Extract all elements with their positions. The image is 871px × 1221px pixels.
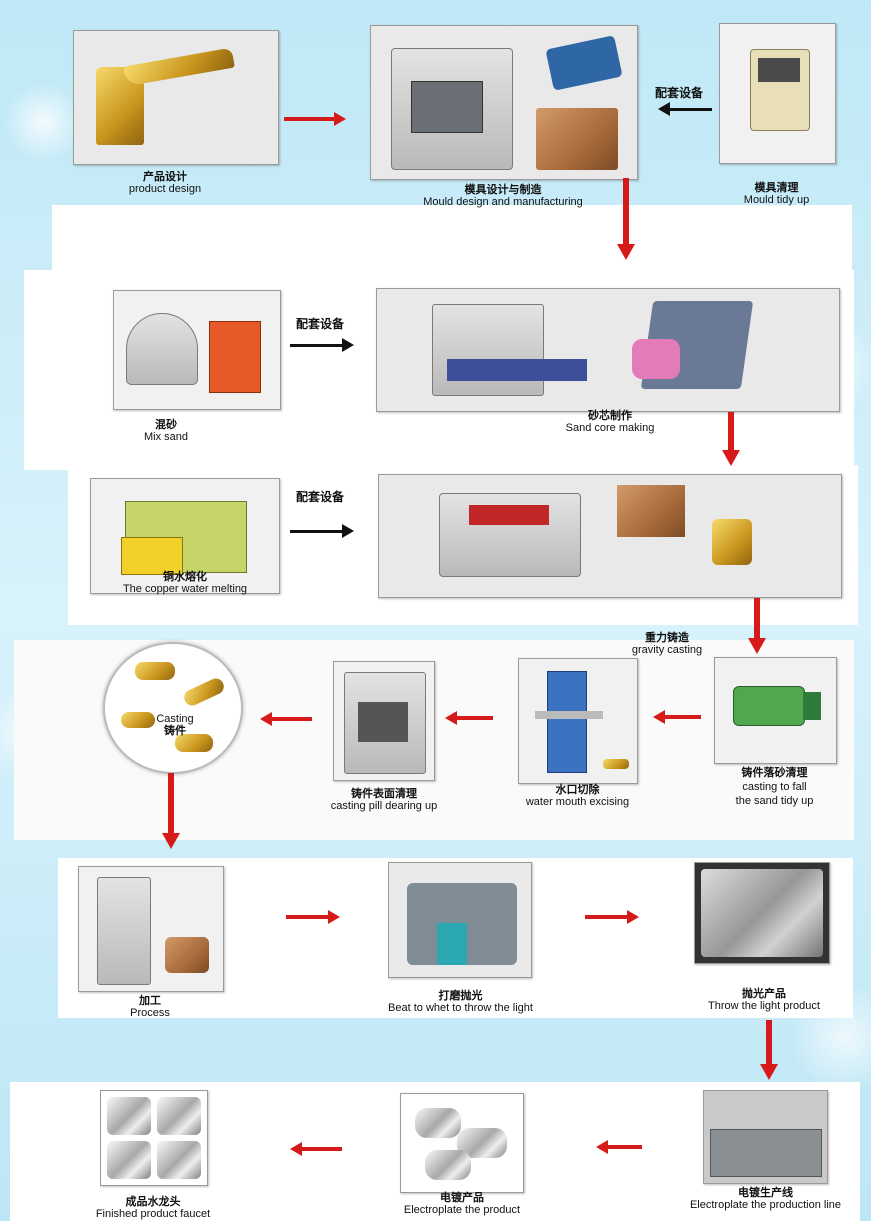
band-saw-icon bbox=[547, 671, 587, 773]
cast-faucet-icon bbox=[712, 519, 752, 565]
polished-parts-icon bbox=[701, 869, 823, 957]
polish-card bbox=[388, 862, 532, 978]
trimmed-casting-icon bbox=[603, 759, 629, 769]
light-product-card bbox=[694, 862, 830, 964]
arrow-mouth-to-pill bbox=[445, 711, 493, 725]
shot-blast-door-icon bbox=[358, 702, 408, 742]
arrow-product-to-finished bbox=[290, 1142, 342, 1156]
sandblaster-window-icon bbox=[758, 58, 800, 82]
gravity-casting-card bbox=[378, 474, 842, 598]
polishing-base-icon bbox=[437, 923, 467, 965]
sand-mixer-icon bbox=[126, 313, 198, 385]
product-design-card bbox=[73, 30, 279, 165]
arrow-core-down bbox=[722, 412, 740, 466]
tumbler-motor-icon bbox=[803, 692, 821, 720]
casting-part-1-icon bbox=[135, 662, 175, 680]
casting-arm-icon bbox=[469, 505, 549, 525]
faucet-2-icon bbox=[157, 1097, 201, 1135]
saw-table-icon bbox=[535, 711, 603, 719]
arrow-tidy-to-mould bbox=[658, 102, 712, 116]
casting-part-3-icon bbox=[121, 712, 155, 728]
arrow-mix-to-core bbox=[290, 338, 354, 352]
plated-part-1-icon bbox=[415, 1108, 461, 1138]
support-equipment-note-2: 配套设备 bbox=[296, 317, 345, 331]
copper-mould-2-icon bbox=[617, 485, 685, 537]
electroplate-line-card bbox=[703, 1090, 828, 1184]
plated-part-3-icon bbox=[425, 1150, 471, 1180]
faucet-3-icon bbox=[107, 1141, 151, 1179]
arrow-casting-circle-down bbox=[162, 773, 180, 849]
casting-part-2-icon bbox=[181, 675, 227, 709]
pill-clearing-card bbox=[333, 661, 435, 781]
mould-design-card bbox=[370, 25, 638, 180]
row-panel-1 bbox=[52, 205, 852, 280]
arrow-pill-to-casting bbox=[260, 712, 312, 726]
arrow-process-to-polish bbox=[286, 910, 340, 924]
fall-sand-card bbox=[714, 657, 837, 764]
casting-part-4-icon bbox=[175, 734, 213, 752]
pink-sand-core-icon bbox=[632, 339, 680, 379]
core-shooter-base-icon bbox=[447, 359, 587, 381]
faucet-spout-icon bbox=[123, 47, 235, 87]
copper-mould-icon bbox=[536, 108, 618, 170]
plating-tanks-icon bbox=[710, 1129, 822, 1177]
cnc-window-icon bbox=[411, 81, 483, 133]
control-panel-icon bbox=[209, 321, 261, 393]
arrow-line-to-product bbox=[596, 1140, 642, 1154]
arrow-sand-to-mouth bbox=[653, 710, 701, 724]
arrow-casting-down bbox=[748, 598, 766, 654]
arrow-polish-to-light bbox=[585, 910, 639, 924]
electroplate-product-card bbox=[400, 1093, 524, 1193]
mould-tidy-card bbox=[719, 23, 836, 164]
core-shooter-icon bbox=[432, 304, 544, 396]
faucet-4-icon bbox=[157, 1141, 201, 1179]
finished-card bbox=[100, 1090, 208, 1186]
casting-circle bbox=[103, 642, 243, 774]
mix-sand-card bbox=[113, 290, 281, 410]
arrow-mould-down bbox=[617, 178, 635, 260]
arrow-light-down bbox=[760, 1020, 778, 1080]
support-equipment-note-3: 配套设备 bbox=[296, 490, 345, 504]
mould-plate-icon bbox=[545, 35, 623, 91]
process-card bbox=[78, 866, 224, 992]
drill-machine-icon bbox=[97, 877, 151, 985]
support-equipment-note-1: 配套设备 bbox=[655, 86, 704, 100]
copper-melt-card bbox=[90, 478, 280, 594]
arrow-melt-to-casting bbox=[290, 524, 354, 538]
machined-parts-icon bbox=[165, 937, 209, 973]
drum-tumbler-icon bbox=[733, 686, 805, 726]
sand-core-card bbox=[376, 288, 840, 412]
furnace-base-icon bbox=[121, 537, 183, 575]
water-mouth-card bbox=[518, 658, 638, 784]
arrow-design-to-mould bbox=[284, 112, 346, 126]
faucet-1-icon bbox=[107, 1097, 151, 1135]
